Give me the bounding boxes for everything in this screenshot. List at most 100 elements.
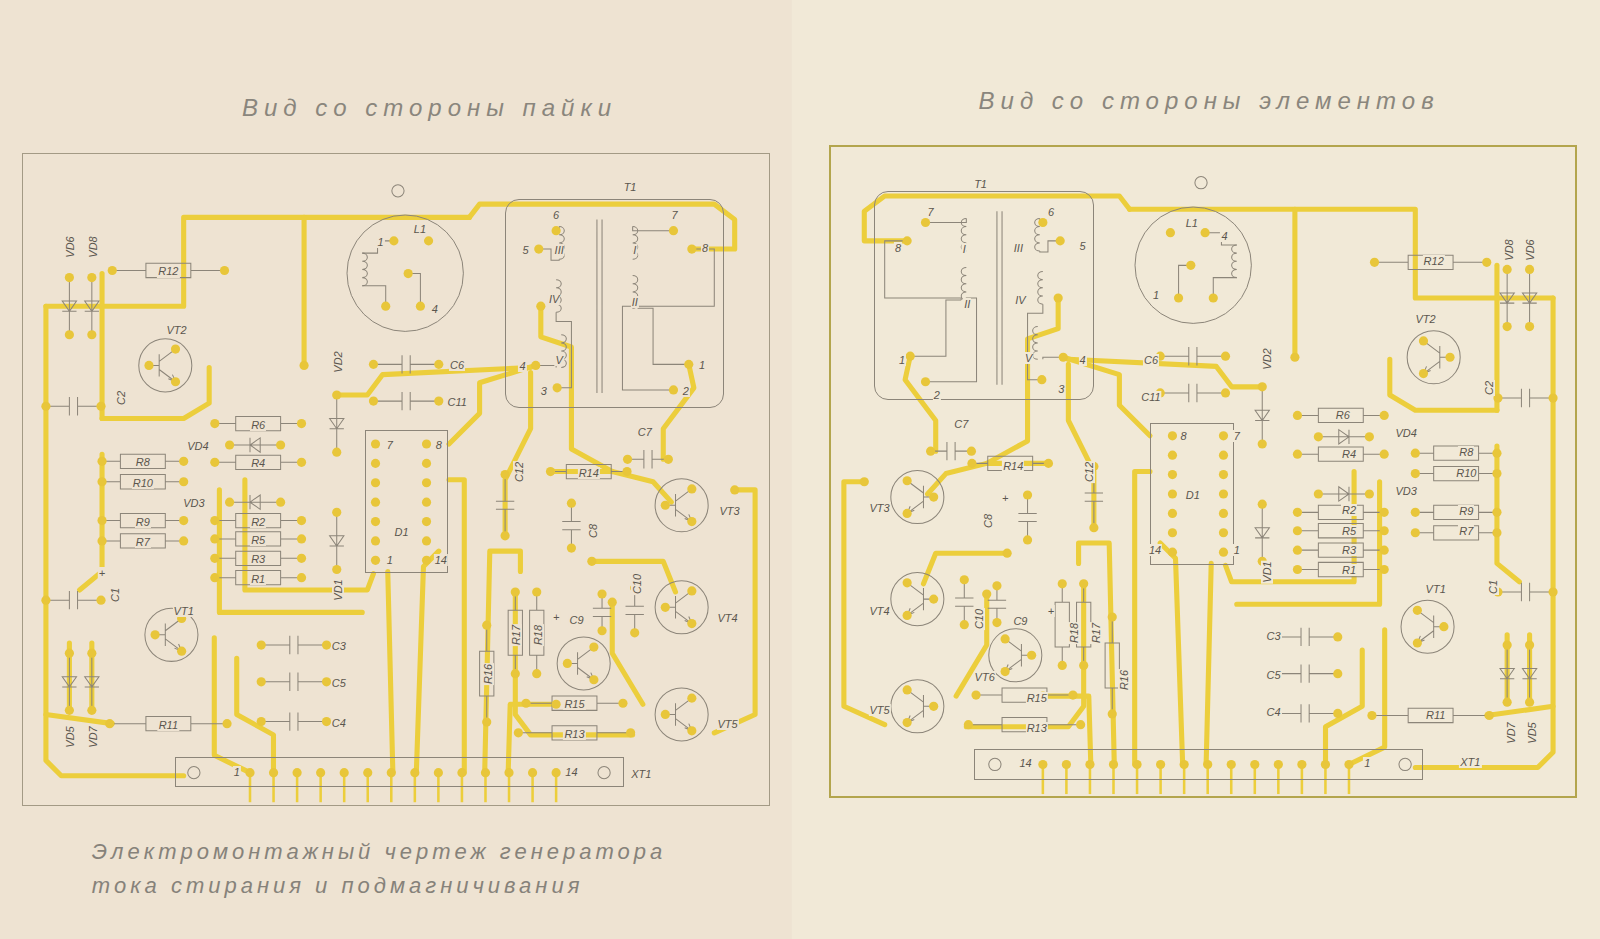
- part-symbol: [112, 263, 224, 277]
- part-label: 2: [682, 385, 690, 397]
- part-label-wrap: VT2: [1414, 309, 1436, 327]
- part-label-wrap: C10: [969, 607, 987, 629]
- part-label: R12: [157, 265, 179, 277]
- solder-pad: [1411, 449, 1420, 458]
- part-symbol: [1407, 331, 1460, 384]
- solder-pad: [587, 557, 596, 566]
- solder-pad: [618, 699, 627, 708]
- solder-pad: [422, 439, 431, 448]
- part-label: VT3: [718, 505, 740, 517]
- part-label: IV: [1014, 294, 1026, 306]
- part-symbol: [885, 211, 1064, 385]
- part-label-wrap: 1: [386, 550, 394, 568]
- copper-trace: [1043, 696, 1091, 764]
- copper-trace: [1063, 357, 1150, 436]
- part-label-wrap: R10: [132, 473, 154, 491]
- solder-pad: [171, 377, 180, 386]
- part-label-wrap: VD5: [60, 725, 78, 748]
- solder-pad: [1089, 523, 1098, 532]
- part-label-wrap: VD4: [186, 436, 209, 454]
- hole-group: [188, 185, 610, 779]
- copper-trace: [1326, 650, 1363, 764]
- solder-pad: [903, 685, 912, 694]
- part-label-wrap: R16: [1114, 669, 1132, 691]
- part-label-wrap: 2: [682, 381, 690, 399]
- solder-pad: [257, 677, 266, 686]
- solder-pad: [177, 647, 186, 656]
- copper-trace: [237, 658, 274, 772]
- part-label: C6: [1143, 354, 1159, 366]
- part-symbol: [1033, 327, 1038, 360]
- part-label-wrap: I: [962, 239, 967, 257]
- solder-pad: [1221, 388, 1230, 397]
- solder-pad: [687, 244, 696, 253]
- part-label-wrap: R9: [135, 512, 151, 530]
- part-symbol: [518, 726, 630, 740]
- part-label: VD3: [1394, 485, 1417, 497]
- part-label-wrap: R5: [250, 530, 266, 548]
- part-symbol: [1374, 255, 1486, 269]
- solder-pad: [1227, 760, 1236, 769]
- part-symbol: [102, 534, 184, 548]
- part-label: VD2: [1261, 348, 1273, 371]
- solder-pad: [41, 596, 50, 605]
- part-label-wrap: R13: [1026, 718, 1048, 736]
- part-symbol: [215, 532, 302, 546]
- part-symbol: [261, 712, 326, 730]
- solder-pad: [1380, 411, 1389, 420]
- copper-trace: [1130, 209, 1553, 298]
- solder-pad: [1209, 293, 1218, 302]
- part-label: VD4: [1394, 427, 1417, 439]
- solder-pad: [1056, 236, 1065, 245]
- part-label: R7: [1458, 525, 1474, 537]
- view-heading-wrap: Вид со стороны элементов: [979, 87, 1440, 116]
- chip-outline: D1: [1150, 423, 1234, 566]
- part-label: 4: [1079, 354, 1087, 366]
- solder-pad: [322, 640, 331, 649]
- copper-trace: [388, 572, 393, 773]
- part-label-wrap: C6: [1143, 350, 1159, 368]
- copper-trace: [1349, 630, 1385, 765]
- part-label: 4: [1220, 230, 1228, 242]
- part-symbol: [215, 455, 302, 469]
- part-label: 4: [431, 303, 439, 315]
- solder-pad: [363, 768, 372, 777]
- solder-pad: [534, 244, 543, 253]
- part-label: C5: [331, 677, 347, 689]
- solder-pad: [532, 587, 541, 596]
- part-symbol: [551, 464, 628, 478]
- part-label: 14: [1018, 757, 1032, 769]
- solder-pad: [1370, 258, 1379, 267]
- part-label-wrap: C3: [331, 636, 347, 654]
- solder-pad: [552, 700, 561, 709]
- copper-trace: [1415, 298, 1553, 768]
- hole-group: [989, 177, 1411, 771]
- copper-trace: [844, 482, 885, 725]
- part-label: C12: [513, 460, 525, 482]
- solder-pad: [964, 720, 973, 729]
- part-symbol: [1500, 645, 1514, 702]
- solder-pad: [1293, 450, 1302, 459]
- solder-pad: [65, 649, 74, 658]
- solder-pad: [340, 768, 349, 777]
- part-label-wrap: 3: [1057, 379, 1065, 397]
- part-label: 3: [540, 385, 548, 397]
- part-label: C12: [1083, 460, 1095, 482]
- part-symbol: [1160, 384, 1225, 402]
- solder-pad: [179, 516, 188, 525]
- solder-pad: [1180, 760, 1189, 769]
- solder-pad: [684, 360, 693, 369]
- part-label: +: [1001, 492, 1009, 504]
- solder-pad: [1548, 587, 1557, 596]
- part-label: C4: [331, 717, 347, 729]
- part-label-wrap: VT6: [974, 667, 996, 685]
- part-label: 1: [1233, 544, 1241, 556]
- part-name: T1: [623, 181, 638, 193]
- part-label-wrap: R9: [1458, 501, 1474, 519]
- solder-pad: [322, 677, 331, 686]
- copper-trace: [541, 306, 612, 471]
- part-label: +: [552, 611, 560, 623]
- solder-pad: [297, 516, 306, 525]
- solder-pad: [687, 694, 696, 703]
- trace-group: [844, 196, 1553, 768]
